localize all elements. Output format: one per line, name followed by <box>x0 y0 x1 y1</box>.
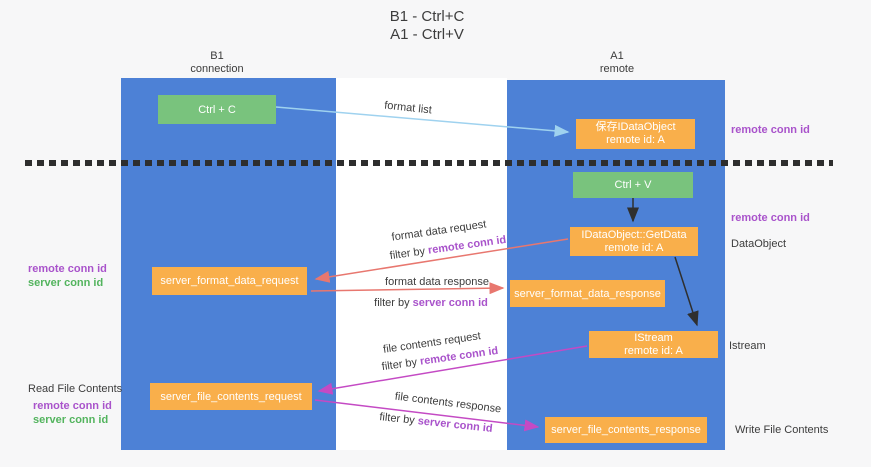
node-save-idataobject-line2: remote id: A <box>606 134 665 146</box>
column-header-b1-name: B1 <box>210 50 224 62</box>
label-istream: Istream <box>729 340 766 352</box>
label-right-remote-conn-id-2: remote conn id <box>731 212 810 224</box>
diagram-title: B1 - Ctrl+C A1 - Ctrl+V <box>327 8 527 44</box>
node-getdata-line1: IDataObject::GetData <box>581 228 687 241</box>
node-getdata-line2: remote id: A <box>604 241 664 254</box>
node-save-idataobject-line1: 保存IDataObject <box>595 121 676 133</box>
column-header-a1: A1 remote <box>547 50 687 76</box>
column-header-b1: B1 connection <box>147 50 287 76</box>
node-istream-line1: IStream <box>634 331 673 344</box>
label-left-server-conn-id-1: server conn id <box>28 277 104 289</box>
label-dataobject: DataObject <box>731 238 787 250</box>
label-left-server-conn-id-2: server conn id <box>33 414 109 426</box>
node-server-format-data-request: server_format_data_request <box>152 267 307 295</box>
title-line-1: B1 - Ctrl+C <box>389 8 465 25</box>
column-header-b1-role: connection <box>190 63 244 75</box>
node-istream-line2: remote id: A <box>624 344 683 357</box>
node-server-file-contents-response: server_file_contents_response <box>545 417 707 443</box>
label-left-remote-conn-id-2: remote conn id <box>33 400 112 412</box>
node-ctrl-c: Ctrl + C <box>158 95 276 124</box>
label-read-file-contents: Read File Contents <box>28 383 123 395</box>
phase-separator-dashed-line <box>25 160 833 166</box>
label-right-remote-conn-id-1: remote conn id <box>731 124 810 136</box>
label-left-remote-conn-id-1: remote conn id <box>28 263 107 275</box>
node-idataobject-getdata: IDataObject::GetData remote id: A <box>570 227 698 256</box>
server-conn-id-text: server conn id <box>412 297 488 309</box>
column-header-a1-name: A1 <box>610 50 624 62</box>
node-server-format-data-response: server_format_data_response <box>510 280 665 307</box>
label-write-file-contents: Write File Contents <box>735 424 829 436</box>
label-filter-by-server-1: filter by server conn id <box>374 297 488 309</box>
filter-by-text: filter by <box>374 297 413 309</box>
label-format-data-response: format data response <box>385 276 489 288</box>
node-ctrl-v: Ctrl + V <box>573 172 693 198</box>
node-server-file-contents-request: server_file_contents_request <box>150 383 312 410</box>
node-save-idataobject: 保存IDataObject remote id: A <box>576 119 695 149</box>
node-istream: IStream remote id: A <box>589 331 718 358</box>
column-header-a1-role: remote <box>599 63 635 75</box>
title-line-2: A1 - Ctrl+V <box>390 26 464 43</box>
